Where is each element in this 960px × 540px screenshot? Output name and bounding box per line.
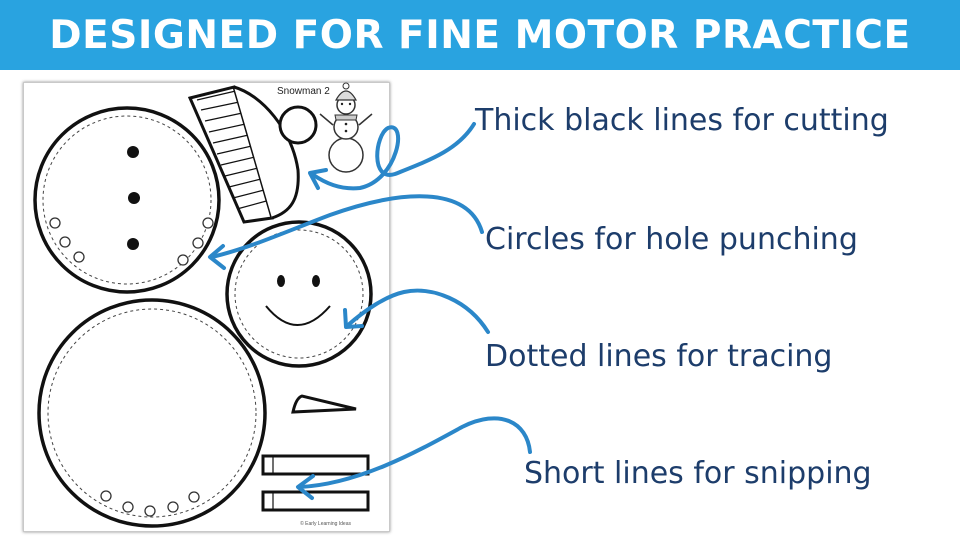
callout-tracing: Dotted lines for tracing	[485, 339, 833, 374]
face-eye	[277, 275, 285, 287]
worksheet-credit: © Early Learning Ideas	[300, 521, 351, 527]
face-cut-circle	[225, 220, 373, 368]
body-cut-circle	[37, 298, 267, 528]
arrow-tracing	[345, 288, 490, 334]
banner-title: DESIGNED FOR FINE MOTOR PRACTICE	[49, 12, 911, 58]
callout-cutting: Thick black lines for cutting	[475, 103, 889, 138]
hat-stripes	[196, 89, 271, 210]
punch-holes-top	[49, 217, 214, 266]
button-dot	[128, 192, 140, 204]
face-trace-line	[234, 229, 364, 359]
button-dot	[127, 238, 139, 250]
worksheet-title: Snowman 2	[277, 86, 330, 97]
head-trace-line	[42, 115, 212, 285]
arrow-snipping	[298, 416, 532, 489]
punch-holes-bottom	[100, 490, 200, 517]
head-cut-circle	[33, 106, 221, 294]
carrot-nose	[291, 394, 357, 414]
button-dot	[127, 146, 139, 158]
arrow-cutting-head	[308, 168, 328, 190]
snowman-reference-image	[319, 82, 373, 173]
snip-strip	[261, 454, 370, 476]
arrow-hole-punching-head	[208, 244, 226, 270]
face-eye	[312, 275, 320, 287]
arrow-cutting	[310, 122, 476, 191]
arrow-snipping-head	[296, 474, 315, 500]
face-smile	[265, 305, 331, 326]
callout-snipping: Short lines for snipping	[524, 456, 872, 491]
hat-dome	[233, 85, 300, 220]
callout-hole-punching: Circles for hole punching	[485, 222, 858, 257]
hat-pompom	[278, 105, 318, 145]
snip-strip	[261, 490, 370, 512]
header-banner: DESIGNED FOR FINE MOTOR PRACTICE	[0, 0, 960, 70]
arrow-hole-punching	[210, 194, 484, 259]
arrow-tracing-head	[343, 308, 364, 329]
body-trace-line	[47, 308, 257, 518]
